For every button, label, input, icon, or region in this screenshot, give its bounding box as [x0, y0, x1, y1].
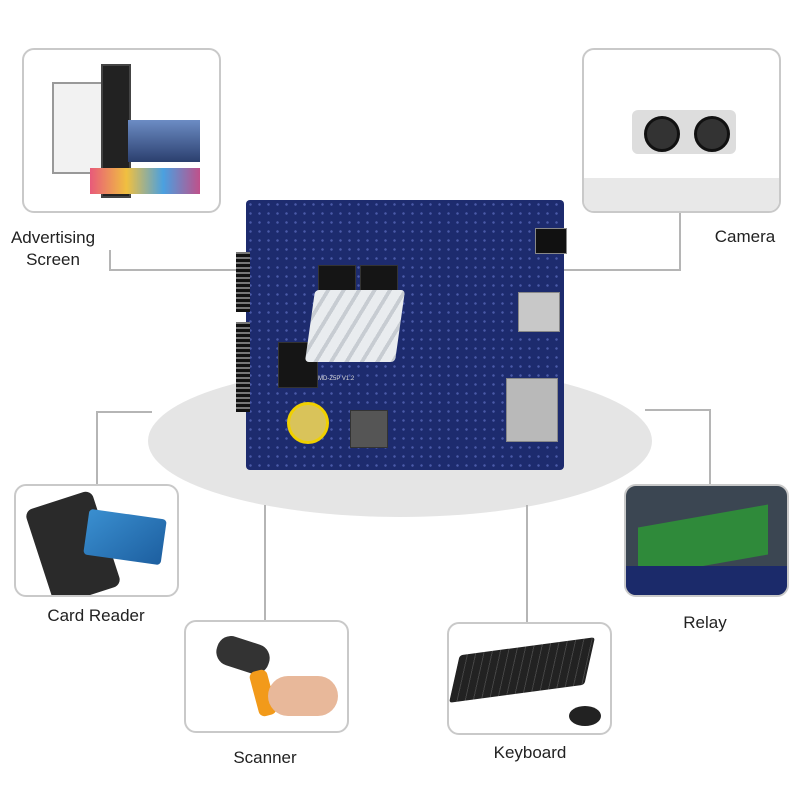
- card-reader-label: Card Reader: [47, 606, 145, 625]
- scanner-card: [184, 620, 349, 733]
- kiosk-image: [52, 82, 106, 174]
- connector-keyboard: [526, 505, 528, 622]
- camera-card: [582, 48, 781, 213]
- connector-relay: [709, 409, 711, 484]
- relay-card: [624, 484, 789, 597]
- connector-camera-h: [562, 269, 681, 271]
- pin-header: [236, 322, 250, 412]
- camera-label: Camera: [714, 227, 776, 246]
- banner-image: [90, 168, 200, 194]
- lens: [644, 116, 680, 152]
- mouse-image: [569, 706, 601, 726]
- hand-image: [268, 676, 338, 716]
- relay-base-image: [626, 566, 787, 595]
- lens: [694, 116, 730, 152]
- scanner-label: Scanner: [233, 748, 297, 767]
- camera-mount: [584, 178, 779, 211]
- connector-scanner: [264, 505, 266, 620]
- video-wall-image: [128, 120, 200, 162]
- sd-slot: [506, 378, 558, 442]
- connector-advertising-h: [109, 269, 249, 271]
- pin-header: [236, 252, 250, 312]
- usb-port: [518, 292, 560, 332]
- connector-card-reader-h: [96, 411, 152, 413]
- connector-camera: [679, 212, 681, 271]
- relay-label: Relay: [683, 613, 727, 632]
- keyboard-image: [449, 637, 595, 703]
- advertising-screen-card: [22, 48, 221, 213]
- dc-jack: [535, 228, 567, 254]
- connector-advertising: [109, 250, 111, 271]
- card-reader-card: [14, 484, 179, 597]
- connector-card-reader: [96, 411, 98, 484]
- connector-relay-h: [645, 409, 711, 411]
- label-line: Advertising: [10, 228, 96, 247]
- label-line: Screen: [26, 250, 80, 269]
- board-marking: MD-Z5P V1.2: [318, 376, 355, 382]
- keyboard-label: Keyboard: [493, 743, 567, 762]
- wifi-chip: [350, 410, 388, 448]
- keyboard-card: [447, 622, 612, 735]
- advertising-screen-label: Advertising Screen: [2, 227, 104, 271]
- coin-battery: [287, 402, 329, 444]
- cpu-heatsink: [304, 290, 406, 362]
